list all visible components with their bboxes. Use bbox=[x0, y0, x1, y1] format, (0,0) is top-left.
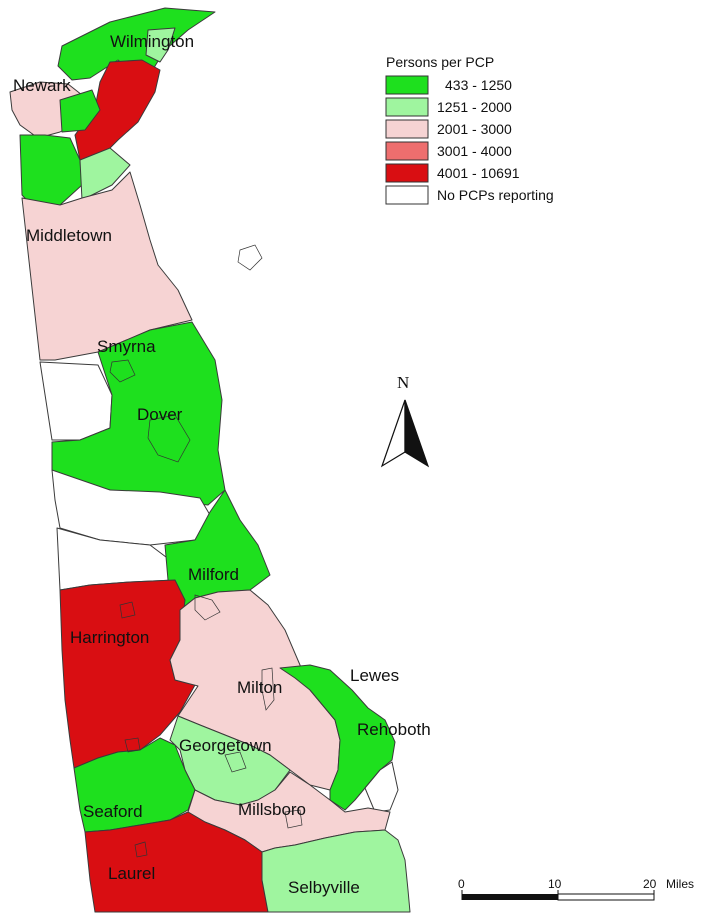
legend-item: 1251 - 2000 bbox=[385, 97, 512, 117]
legend-swatch bbox=[385, 75, 429, 95]
region-delaware-city bbox=[79, 147, 131, 201]
legend-item: 433 - 1250 bbox=[385, 75, 512, 95]
legend-label: No PCPs reporting bbox=[437, 187, 554, 203]
town-label-rehoboth: Rehoboth bbox=[357, 720, 431, 739]
scale-bar-segment bbox=[462, 894, 558, 900]
town-label-dover: Dover bbox=[137, 405, 183, 424]
town-label-millsboro: Millsboro bbox=[238, 800, 306, 819]
town-label-seaford: Seaford bbox=[83, 802, 143, 821]
legend-label: 433 - 1250 bbox=[445, 77, 512, 93]
town-label-smyrna: Smyrna bbox=[97, 337, 156, 356]
scale-tick-label: 10 bbox=[548, 877, 562, 891]
legend-swatch bbox=[385, 97, 429, 117]
north-arrow-icon-shaded bbox=[404, 399, 430, 468]
north-arrow-icon bbox=[380, 399, 406, 468]
legend-label: 3001 - 4000 bbox=[437, 143, 512, 159]
region-laurel bbox=[84, 811, 269, 913]
scale-bar: 0 10 20 Miles bbox=[458, 877, 694, 901]
legend-item: 3001 - 4000 bbox=[385, 141, 512, 161]
region-selbyville bbox=[261, 829, 411, 913]
town-label-lewes: Lewes bbox=[350, 666, 399, 685]
region-wilmington-east bbox=[145, 27, 176, 63]
legend-item: 2001 - 3000 bbox=[385, 119, 512, 139]
town-label-georgetown: Georgetown bbox=[179, 736, 272, 755]
region-wilmington bbox=[57, 7, 216, 89]
town-label-newark: Newark bbox=[13, 76, 71, 95]
region-harrington bbox=[59, 579, 196, 769]
region-newark-south bbox=[59, 89, 101, 133]
town-label-milford: Milford bbox=[188, 565, 239, 584]
legend-label: 2001 - 3000 bbox=[437, 121, 512, 137]
town-label-laurel: Laurel bbox=[108, 864, 155, 883]
town-label-wilmington: Wilmington bbox=[110, 32, 194, 51]
legend-swatch bbox=[385, 163, 429, 183]
legend-label: 4001 - 10691 bbox=[437, 165, 520, 181]
region-milton bbox=[169, 589, 341, 791]
north-arrow: N bbox=[380, 373, 430, 468]
scale-tick-label: 20 bbox=[643, 877, 657, 891]
town-label-harrington: Harrington bbox=[70, 628, 149, 647]
legend: Persons per PCP 433 - 1250 1251 - 2000 2… bbox=[385, 54, 554, 205]
legend-swatch bbox=[385, 185, 429, 205]
town-label-milton: Milton bbox=[237, 678, 282, 697]
scale-tick-label: 0 bbox=[458, 877, 465, 891]
town-label-selbyville: Selbyville bbox=[288, 878, 360, 897]
legend-item: No PCPs reporting bbox=[385, 185, 554, 205]
north-arrow-label: N bbox=[397, 373, 409, 392]
town-boundaries bbox=[109, 244, 303, 858]
legend-swatch bbox=[385, 119, 429, 139]
region-lewes-rehoboth bbox=[279, 664, 396, 811]
region-middletown bbox=[21, 171, 193, 361]
legend-label: 1251 - 2000 bbox=[437, 99, 512, 115]
scale-units-label: Miles bbox=[666, 877, 694, 891]
town-label-middletown: Middletown bbox=[26, 226, 112, 245]
region-no-pcp-north bbox=[39, 361, 113, 441]
legend-title: Persons per PCP bbox=[386, 54, 494, 70]
scale-bar-segment bbox=[557, 893, 655, 901]
legend-item: 4001 - 10691 bbox=[385, 163, 520, 183]
legend-swatch bbox=[385, 141, 429, 161]
